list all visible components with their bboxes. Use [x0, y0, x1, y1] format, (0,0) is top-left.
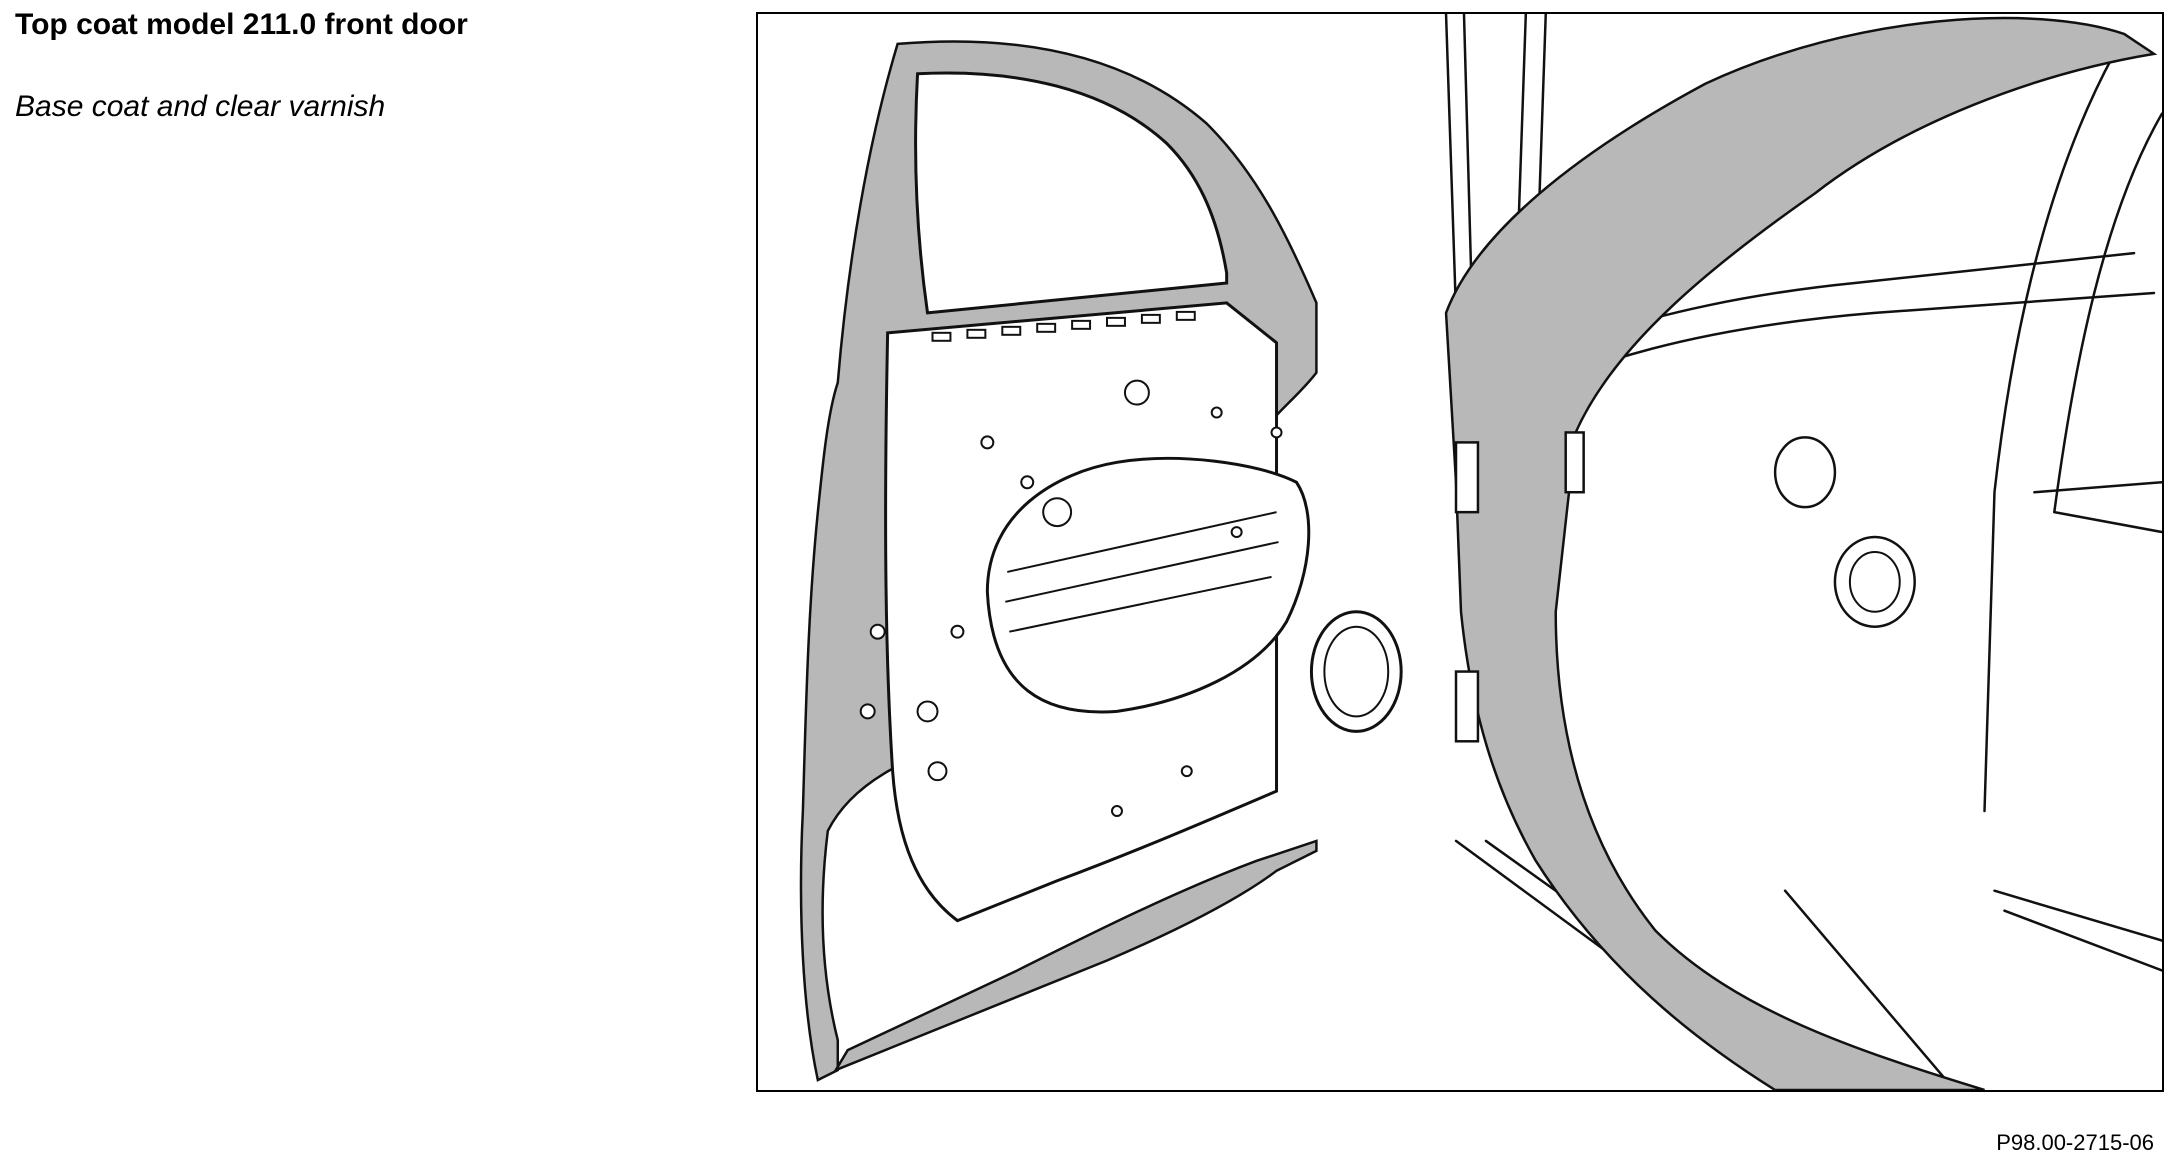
figure-reference: P98.00-2715-06 [1996, 1130, 2154, 1155]
window-opening [914, 71, 1229, 315]
door-illustration-frame [756, 12, 2164, 1092]
speaker-opening [1309, 610, 1403, 733]
car-front-door-illustration [799, 14, 2162, 1090]
document-title: Top coat model 211.0 front door [15, 8, 468, 41]
document-subtitle: Base coat and clear varnish [15, 90, 386, 123]
body-pillar-paint [1444, 16, 2158, 1090]
